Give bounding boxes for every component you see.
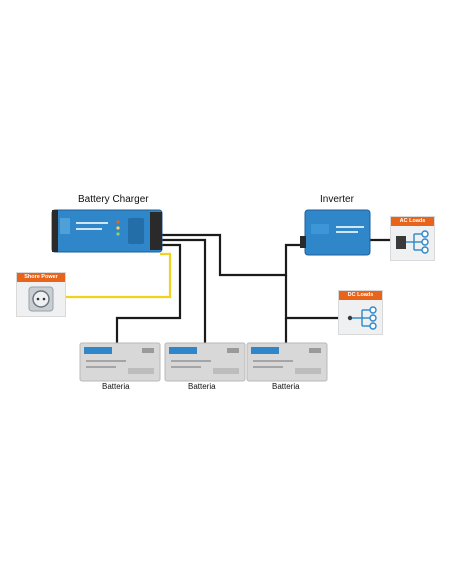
dc-wire-charger-to-inverter (160, 233, 305, 277)
battery-charger-device (51, 209, 163, 253)
battery-1-label: Batteria (102, 382, 130, 391)
shore-power-label: Shore Power (17, 273, 65, 282)
battery-1 (79, 342, 161, 382)
inverter-device (300, 209, 371, 256)
ac-loads-label: AC Loads (391, 217, 434, 226)
ac-loads-panel: AC Loads (390, 216, 435, 261)
shore-power-panel: Shore Power (16, 272, 66, 317)
dc-loads-label: DC Loads (339, 291, 382, 300)
battery-3 (246, 342, 328, 382)
dc-wires (115, 233, 390, 343)
battery-2 (164, 342, 246, 382)
dc-loads-panel: DC Loads (338, 290, 383, 335)
dc-wire-bus-to-dc-loads (284, 275, 338, 320)
ac-wire-shore-power (66, 252, 172, 299)
inverter-label: Inverter (320, 194, 354, 205)
ac-load-icon (396, 230, 429, 254)
dc-wire-charger-to-battery-2 (160, 238, 207, 343)
dc-wire-charger-to-battery-1 (115, 243, 182, 343)
battery-2-label: Batteria (188, 382, 216, 391)
battery-3-label: Batteria (272, 382, 300, 391)
dc-load-icon (347, 306, 377, 330)
battery-charger-label: Battery Charger (78, 194, 149, 205)
power-socket-icon (28, 286, 54, 312)
